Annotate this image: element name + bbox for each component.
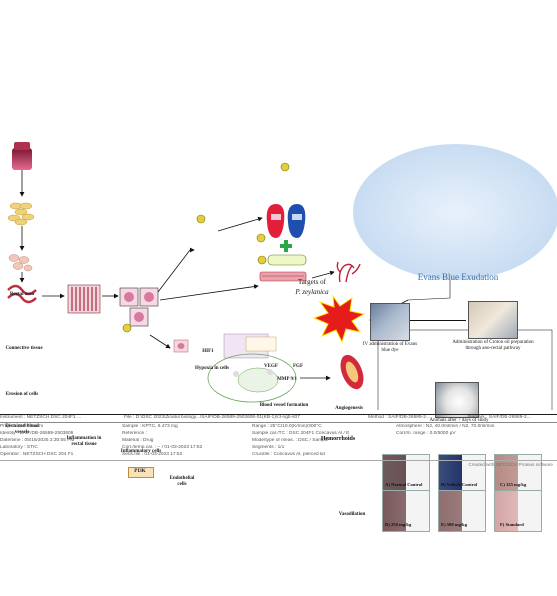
footer-row-1: Instrument : NETZSCH DSC 204F1 ... File … xyxy=(0,415,557,422)
inflamed-tissue-icon xyxy=(67,284,101,314)
label-hypoxia: Hypoxia in cells xyxy=(195,366,229,371)
label-inflammatory-cells: Inflammatory cells xyxy=(120,449,162,454)
label-croton: Administration of Croton oil preparation… xyxy=(452,340,534,351)
footer-r1-c4: Remark : SAIF/DB-26589-2... xyxy=(468,415,531,420)
label-erosion: Erosion of cells xyxy=(5,392,39,397)
result-label-b: B) Vehicle Control xyxy=(441,482,478,487)
result-panel-d xyxy=(382,490,430,532)
footer-bottom-rule xyxy=(0,460,557,461)
footer-r6-c2: Sens.file : 01-03-2023 17:52 xyxy=(122,452,183,457)
result-label-d: D) 250 mg/kg xyxy=(385,522,412,527)
footer-row-3: Identity : SAIF/DB-26589-2503606 Referen… xyxy=(0,431,557,438)
footer-r4-c2: Material : Drug xyxy=(122,438,154,443)
erosion-icon xyxy=(8,254,33,272)
evans-title: Evans Blue Exudation xyxy=(417,272,499,282)
signaling-inset xyxy=(207,333,297,403)
label-inflammation: Inflammation in rectal tissue xyxy=(66,436,102,447)
label-distained: Distained blood vessels xyxy=(5,424,39,435)
footer-r4-c1: Date/time : 05/15/2025 2:30:55 PM xyxy=(0,438,75,443)
label-blood-vessel: Blood vessel formation xyxy=(259,403,309,408)
footer-row-5: Laboratory : STIC Corr./temp.cal. : -- /… xyxy=(0,445,557,452)
result-panel-f xyxy=(494,490,542,532)
mmp-box xyxy=(267,254,307,266)
pi3k-box xyxy=(128,467,154,478)
angiogenesis-icon xyxy=(336,261,361,283)
footer-r5-c2: Corr./temp.cal. : -- / 01-03-2023 17:52 xyxy=(122,445,203,450)
footer-r1-c3: Method : SAIF/DB-26589-2... xyxy=(368,415,430,420)
blood-vessel-icon xyxy=(259,271,307,282)
label-targets-1: Targets of xyxy=(298,278,326,286)
label-mmp: MMP 9/1 xyxy=(277,377,297,382)
connective-tissue-icon xyxy=(7,202,35,226)
footer-r2-c1: Project : SAIF Kochi xyxy=(0,424,43,429)
footer-r1-c1: Instrument : NETZSCH DSC 204F1 ... xyxy=(0,415,82,420)
result-label-f: F) Standard xyxy=(500,522,524,527)
footer-r2-c2: Sample : KPTC, 6.473 mg xyxy=(122,424,178,429)
label-angiogenesis: Angiogenesis xyxy=(335,406,363,411)
vasodilation-icon xyxy=(340,354,364,390)
photo-iv-injection xyxy=(370,303,410,341)
result-label-c: C) 125 mg/kg xyxy=(500,482,527,487)
label-endothelial: Endothelial cells xyxy=(169,476,195,487)
label-rectal-area: Rectal area xyxy=(9,292,35,297)
evans-oval xyxy=(353,144,557,280)
plant-target-markers xyxy=(122,162,290,333)
photo-croton-oil xyxy=(468,301,518,339)
vessels-icon xyxy=(7,284,37,304)
footer-top-rule xyxy=(0,414,557,415)
footer-r5-c1: Laboratory : STIC xyxy=(0,445,38,450)
footer-r3-c1: Identity : SAIF/DB-26589-2503606 xyxy=(0,431,74,436)
label-vegf: VEGF xyxy=(264,364,278,369)
label-connective-tissue: Connective tissue xyxy=(5,346,43,351)
result-label-a: A) Normal Control xyxy=(385,482,423,487)
footer-row-6: Operator : NETZSCH DSC 204 F1 Sens.file … xyxy=(0,452,557,459)
footer-r6-c1: Operator : NETZSCH DSC 204 F1 xyxy=(0,452,74,457)
hemorrhoids-star xyxy=(312,294,366,344)
footer-r3-c3: Sample car./TC : DSC 204F1 Concavus Al /… xyxy=(252,431,350,436)
endothelial-icon xyxy=(173,339,189,353)
inflammatory-cells-panels xyxy=(119,287,159,327)
arrow-evans xyxy=(410,320,466,321)
footer-r3-c2: Reference : xyxy=(122,431,147,436)
footer-r3-c4: Corr/m. range : 0.0/5000 µV xyxy=(396,431,456,436)
label-fgf: FGF xyxy=(293,364,303,369)
footer-row-2: Project : SAIF Kochi Sample : KPTC, 6.47… xyxy=(0,424,557,431)
label-iv: IV administration of Evans blue dye xyxy=(362,342,418,353)
footer-credit: Created with NETZSCH Proteus software xyxy=(468,462,553,467)
footer-r2-c4: Atmosphere : N2, 40.0ml/min / N2, 70.0ml… xyxy=(396,424,495,429)
result-panel-a xyxy=(382,454,430,496)
result-panel-e xyxy=(438,490,486,532)
footer-r1-c2: File : D:\DSC 2023\Zinatul biology...\SA… xyxy=(124,415,300,420)
label-pi3k: PI3K xyxy=(134,469,146,474)
label-vasodilation: Vasodilation xyxy=(338,512,366,517)
label-hemorrhoids: Hemorrhoids xyxy=(320,436,356,442)
mechanism-diagram: Rectal area Connective tissue Erosion of… xyxy=(0,120,557,532)
footer-r2-c3: Range : 25°C/10.0(K/min)/300°C xyxy=(252,424,322,429)
footer-r6-c3: Crucible : Concavus Al, pierced lid xyxy=(252,452,325,457)
footer-row-4: Date/time : 05/15/2025 2:30:55 PM Materi… xyxy=(0,438,557,445)
label-animals: Animals after 7 days of study xyxy=(429,418,489,423)
footer-r5-c3: Segments : 1/1 xyxy=(252,445,285,450)
result-label-e: E) 500 mg/kg xyxy=(441,522,468,527)
footer-rule-2 xyxy=(0,422,557,423)
rectal-icon xyxy=(12,142,32,170)
footer-r4-c3: Mode/type of meas. : DSC / Sample xyxy=(252,438,329,443)
photo-animals xyxy=(435,382,479,418)
label-hif1: HIF1 xyxy=(202,349,214,354)
label-targets-2: P. zeylanica xyxy=(295,288,329,296)
vegf-fgf-receptors xyxy=(266,204,306,252)
